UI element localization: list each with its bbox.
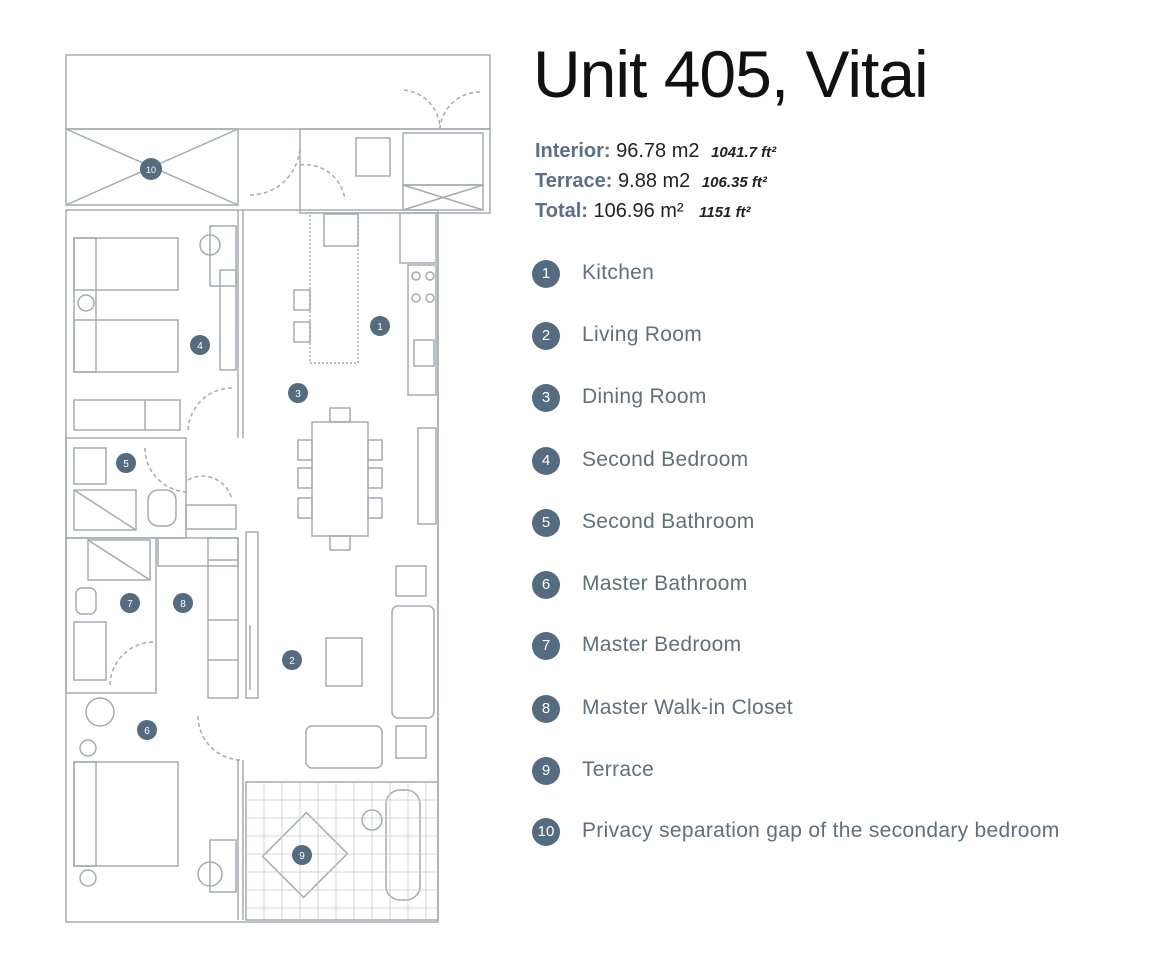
legend-number: 2 — [532, 322, 560, 350]
terrace-label: Terrace: — [535, 170, 613, 192]
svg-text:2: 2 — [289, 656, 295, 667]
svg-text:10: 10 — [146, 165, 156, 175]
terrace-imperial: 106.35 ft² — [701, 174, 767, 191]
legend-number: 10 — [532, 818, 560, 846]
legend-label: Dining Room — [582, 385, 707, 408]
interior-metric: 96.78 m2 — [616, 140, 700, 162]
legend-number: 5 — [532, 509, 560, 537]
legend-number: 1 — [532, 260, 560, 288]
plan-marker-3: 3 — [288, 383, 308, 403]
plan-marker-5: 5 — [116, 453, 136, 473]
legend-number: 3 — [532, 384, 560, 412]
svg-text:1: 1 — [377, 322, 383, 333]
legend-number: 7 — [532, 632, 560, 660]
legend-number: 9 — [532, 757, 560, 785]
legend-label: Terrace — [582, 758, 655, 781]
plan-marker-1: 1 — [370, 316, 390, 336]
privacy-gap-area — [65, 54, 491, 130]
legend-label: Living Room — [582, 323, 703, 346]
total-area: Total: 106.96 m² 1151 ft² — [535, 196, 776, 226]
svg-text:4: 4 — [197, 341, 203, 352]
interior-label: Interior: — [535, 140, 611, 162]
plan-marker-6: 6 — [137, 720, 157, 740]
total-imperial: 1151 ft² — [699, 204, 751, 221]
area-summary: Interior: 96.78 m2 1041.7 ft² Terrace: 9… — [535, 136, 776, 226]
legend-number: 6 — [532, 571, 560, 599]
legend-label: Privacy separation gap of the secondary … — [582, 819, 1060, 842]
svg-text:3: 3 — [295, 389, 301, 400]
plan-marker-2: 2 — [282, 650, 302, 670]
plan-marker-4: 4 — [190, 335, 210, 355]
plan-marker-8: 8 — [173, 593, 193, 613]
total-label: Total: — [535, 200, 588, 222]
terrace-metric: 9.88 m2 — [618, 170, 691, 192]
legend-number: 4 — [532, 447, 560, 475]
interior-imperial: 1041.7 ft² — [711, 144, 777, 161]
page-title: Unit 405, Vitai — [533, 37, 929, 111]
svg-text:8: 8 — [180, 599, 186, 610]
legend-label: Second Bathroom — [582, 510, 755, 533]
svg-text:6: 6 — [144, 726, 150, 737]
interior-area: Interior: 96.78 m2 1041.7 ft² — [535, 136, 776, 166]
legend-label: Master Walk-in Closet — [582, 696, 793, 719]
plan-marker-7: 7 — [120, 593, 140, 613]
plan-marker-9: 9 — [292, 845, 312, 865]
total-metric: 106.96 m² — [593, 200, 684, 222]
svg-text:9: 9 — [299, 851, 305, 862]
legend-label: Second Bedroom — [582, 448, 749, 471]
svg-text:5: 5 — [123, 459, 129, 470]
legend-label: Master Bathroom — [582, 572, 748, 595]
legend-label: Master Bedroom — [582, 633, 742, 656]
svg-text:7: 7 — [127, 599, 133, 610]
legend-number: 8 — [532, 695, 560, 723]
floor-plan: 1 2 3 4 5 6 7 8 9 10 — [65, 54, 491, 923]
legend-label: Kitchen — [582, 261, 655, 284]
terrace-area: Terrace: 9.88 m2 106.35 ft² — [535, 166, 776, 196]
plan-marker-10: 10 — [140, 158, 162, 180]
